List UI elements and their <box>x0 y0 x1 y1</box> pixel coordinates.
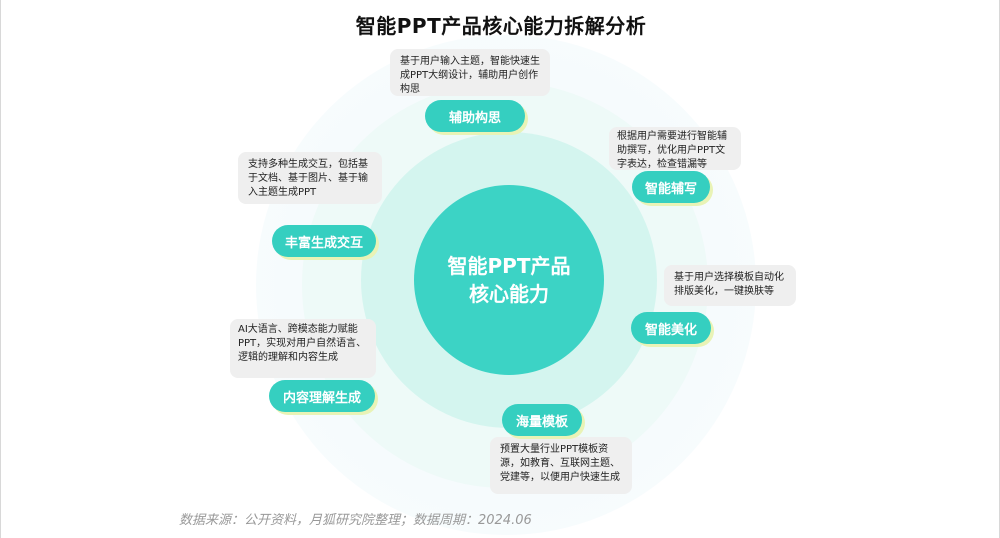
node-neirong-lijie[interactable]: 内容理解生成 <box>269 380 375 412</box>
node-zhineng-fuxie[interactable]: 智能辅写 <box>632 171 710 203</box>
node-zhineng-meihua[interactable]: 智能美化 <box>631 312 711 344</box>
desc-fuzhu-gousi: 基于用户输入主题，智能快速生成PPT大纲设计，辅助用户创作构思 <box>390 49 550 96</box>
center-label-line1: 智能PPT产品 <box>447 254 571 278</box>
desc-zhineng-meihua: 基于用户选择模板自动化排版美化，一键换肤等 <box>664 265 796 306</box>
desc-fengfu-jiaohu: 支持多种生成交互，包括基于文档、基于图片、基于输入主题生成PPT <box>238 152 382 204</box>
desc-zhineng-fuxie: 根据用户需要进行智能辅助撰写，优化用户PPT文字表达，检查错漏等 <box>609 127 741 170</box>
center-label-line2: 核心能力 <box>469 282 549 306</box>
node-hailiang-muban[interactable]: 海量模板 <box>502 404 582 436</box>
node-fuzhu-gousi[interactable]: 辅助构思 <box>425 100 525 132</box>
node-fengfu-jiaohu[interactable]: 丰富生成交互 <box>272 225 376 257</box>
desc-hailiang-muban: 预置大量行业PPT模板资源，如教育、互联网主题、党建等，以便用户快速生成 <box>490 437 632 494</box>
core-capability-circle: 智能PPT产品 核心能力 <box>414 185 604 375</box>
desc-neirong-lijie: AI大语言、跨模态能力赋能PPT，实现对用户自然语言、逻辑的理解和内容生成 <box>230 319 376 378</box>
page-title: 智能PPT产品核心能力拆解分析 <box>355 14 647 38</box>
data-source-note: 数据来源：公开资料，月狐研究院整理；数据周期：2024.06 <box>179 513 532 528</box>
